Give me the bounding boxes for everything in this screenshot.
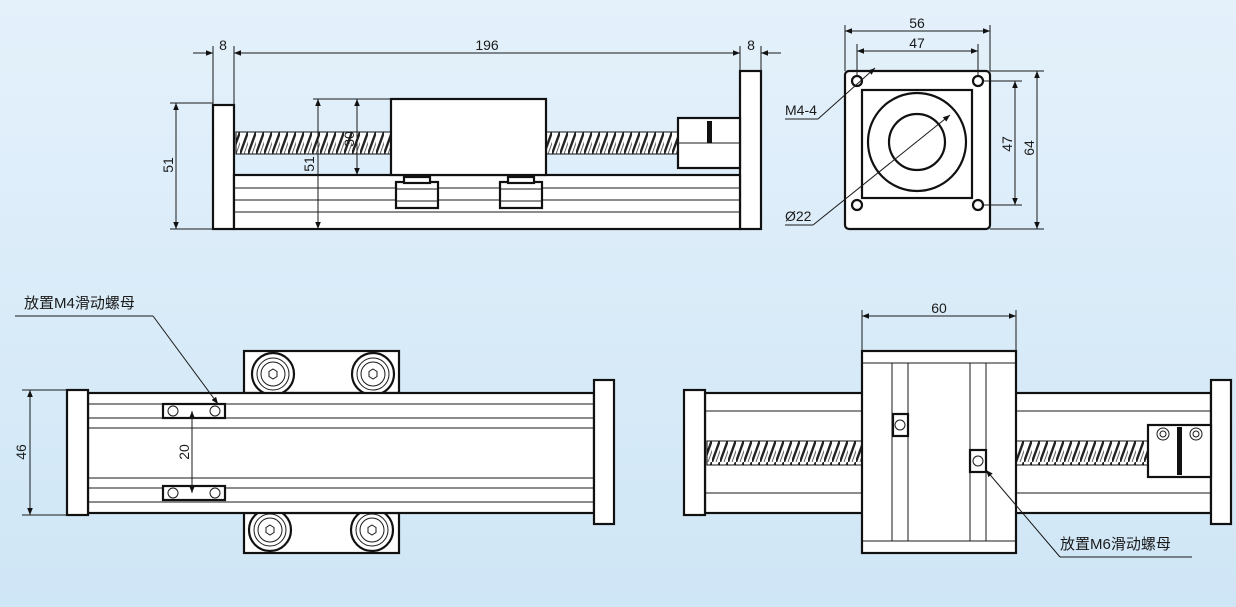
dim-top-pitch: 20 [176,444,192,460]
dim-side-height-outer: 51 [160,157,176,173]
side-view: 8 196 8 51 51 30 [160,37,781,231]
dim-end-height-inner: 47 [999,136,1015,152]
screw-m6-nut-right [968,448,988,474]
callout-bore: Ø22 [785,208,812,224]
screw-m6-nut-left [891,412,910,438]
top-view: 46 20 放置M4滑动螺母 [13,295,616,555]
side-base-rail [232,173,742,231]
note-m6-nut: 放置M6滑动螺母 [1060,536,1171,553]
end-hole-bl [850,198,864,212]
callout-m4-holes: M4-4 [785,102,817,118]
side-lead-screw-left [235,131,392,155]
screw-right-flange [1209,378,1233,526]
end-hole-tr [971,74,985,88]
top-wheel-1 [250,351,296,397]
side-carriage [389,97,548,177]
top-wheel-3 [247,507,293,553]
screw-carriage [860,349,1018,555]
dim-side-left-flange: 8 [219,37,227,53]
side-left-flange [211,103,236,231]
side-slider-block-right [498,180,544,210]
dim-end-height-outer: 64 [1021,140,1037,156]
side-right-flange [738,69,763,231]
top-right-flange [592,378,616,526]
note-m4-nut: 放置M4滑动螺母 [24,295,135,312]
dim-end-width-outer: 56 [909,15,925,31]
dim-end-width-inner: 47 [909,35,925,51]
side-lead-screw-right [545,131,679,155]
end-hole-br [971,198,985,212]
screw-left-flange [682,388,707,517]
side-slider-block-left [394,180,440,210]
screw-lead-screw-right [1015,440,1149,466]
top-left-flange [65,388,90,517]
screw-lead-screw-left [706,440,863,466]
dim-top-width: 46 [13,444,29,460]
end-view: 56 47 47 64 M4-4 Ø22 [785,15,1044,231]
dim-side-right-flange: 8 [747,37,755,53]
screw-top-view: 60 放置M6滑动螺母 [682,300,1233,558]
dim-side-height-inner: 51 [301,156,317,172]
top-wheel-4 [349,507,395,553]
dim-bottom-carriage-width: 60 [931,300,947,316]
dim-side-carriage-height: 30 [341,131,357,147]
top-wheel-2 [350,351,396,397]
dim-side-length: 196 [475,37,499,53]
